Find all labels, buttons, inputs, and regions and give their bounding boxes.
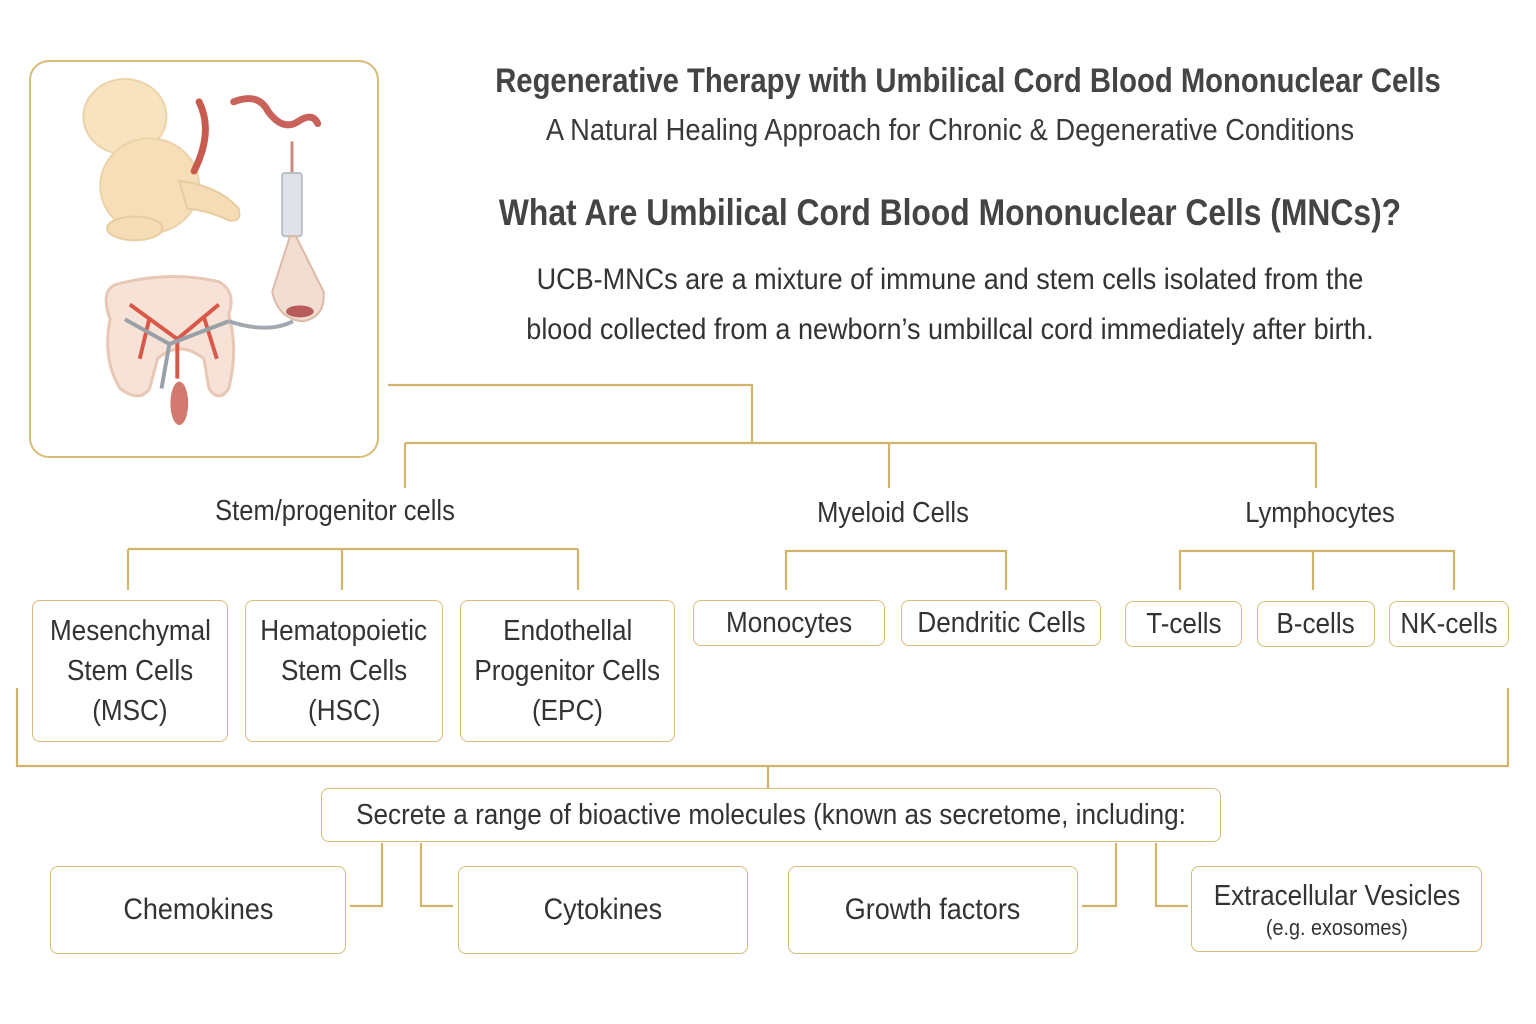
cell-label: Stem Cells xyxy=(66,655,194,687)
collection-vial xyxy=(271,141,325,323)
output-box-growth-factors: Growth factors xyxy=(788,866,1078,954)
output-box-cytokines: Cytokines xyxy=(458,866,748,954)
group-label-myeloid: Myeloid Cells xyxy=(817,497,969,529)
output-box-chemokines: Chemokines xyxy=(50,866,346,954)
cell-label: Hematopoietic xyxy=(260,615,428,647)
cell-box-b-cells: B-cells xyxy=(1257,601,1375,647)
cell-box-epc: Endothellal Progenitor Cells (EPC) xyxy=(460,600,675,742)
cell-box-t-cells: T-cells xyxy=(1125,601,1242,647)
cell-label: B-cells xyxy=(1276,607,1356,640)
cell-label: Mesenchymal xyxy=(49,615,211,647)
newborn-cord-blood-illustration xyxy=(82,78,325,426)
output-box-extracellular-vesicles: Extracellular Vesicles (e.g. exosomes) xyxy=(1191,866,1482,952)
cell-label: Dendritic Cells xyxy=(916,606,1086,639)
cell-label: (EPC) xyxy=(531,695,604,727)
cell-box-msc: Mesenchymal Stem Cells (MSC) xyxy=(32,600,228,742)
cell-label: Endothellal xyxy=(502,615,633,647)
cell-label: Progenitor Cells xyxy=(474,655,661,687)
description-line-2: blood collected from a newborn’s umbillc… xyxy=(526,313,1374,346)
output-label: Extracellular Vesicles xyxy=(1213,880,1460,912)
umbilical-cord xyxy=(230,95,322,129)
cell-label: NK-cells xyxy=(1400,607,1498,640)
page-subtitle: A Natural Healing Approach for Chronic &… xyxy=(545,112,1355,147)
cell-label: Monocytes xyxy=(725,606,853,639)
cell-box-nk-cells: NK-cells xyxy=(1389,601,1509,647)
group-label-lymph: Lymphocytes xyxy=(1245,497,1395,529)
output-sublabel: (e.g. exosomes) xyxy=(1265,915,1408,940)
section-heading: What Are Umbilical Cord Blood Mononuclea… xyxy=(498,192,1402,233)
cell-box-dendritic: Dendritic Cells xyxy=(901,600,1101,646)
secretome-label: Secrete a range of bioactive molecules (… xyxy=(356,798,1186,831)
cell-box-hsc: Hematopoietic Stem Cells (HSC) xyxy=(245,600,443,742)
placenta-vessels xyxy=(104,274,294,426)
output-label: Chemokines xyxy=(122,893,274,926)
description-line-1: UCB-MNCs are a mixture of immune and ste… xyxy=(536,263,1364,296)
output-label: Cytokines xyxy=(543,893,663,926)
group-label-stem: Stem/progenitor cells xyxy=(215,495,455,527)
cell-label: T-cells xyxy=(1145,607,1222,640)
fetus-figure xyxy=(82,78,241,242)
page-title: Regenerative Therapy with Umbilical Cord… xyxy=(495,62,1441,100)
cell-label: (HSC) xyxy=(307,695,381,727)
cell-box-monocytes: Monocytes xyxy=(693,600,885,646)
cell-label: Stem Cells xyxy=(280,655,408,687)
description: UCB-MNCs are a mixture of immune and ste… xyxy=(491,255,1409,355)
output-label: Growth factors xyxy=(845,893,1021,926)
cell-label: (MSC) xyxy=(92,695,168,727)
illustration-panel xyxy=(29,60,379,458)
secretome-box: Secrete a range of bioactive molecules (… xyxy=(321,788,1221,842)
